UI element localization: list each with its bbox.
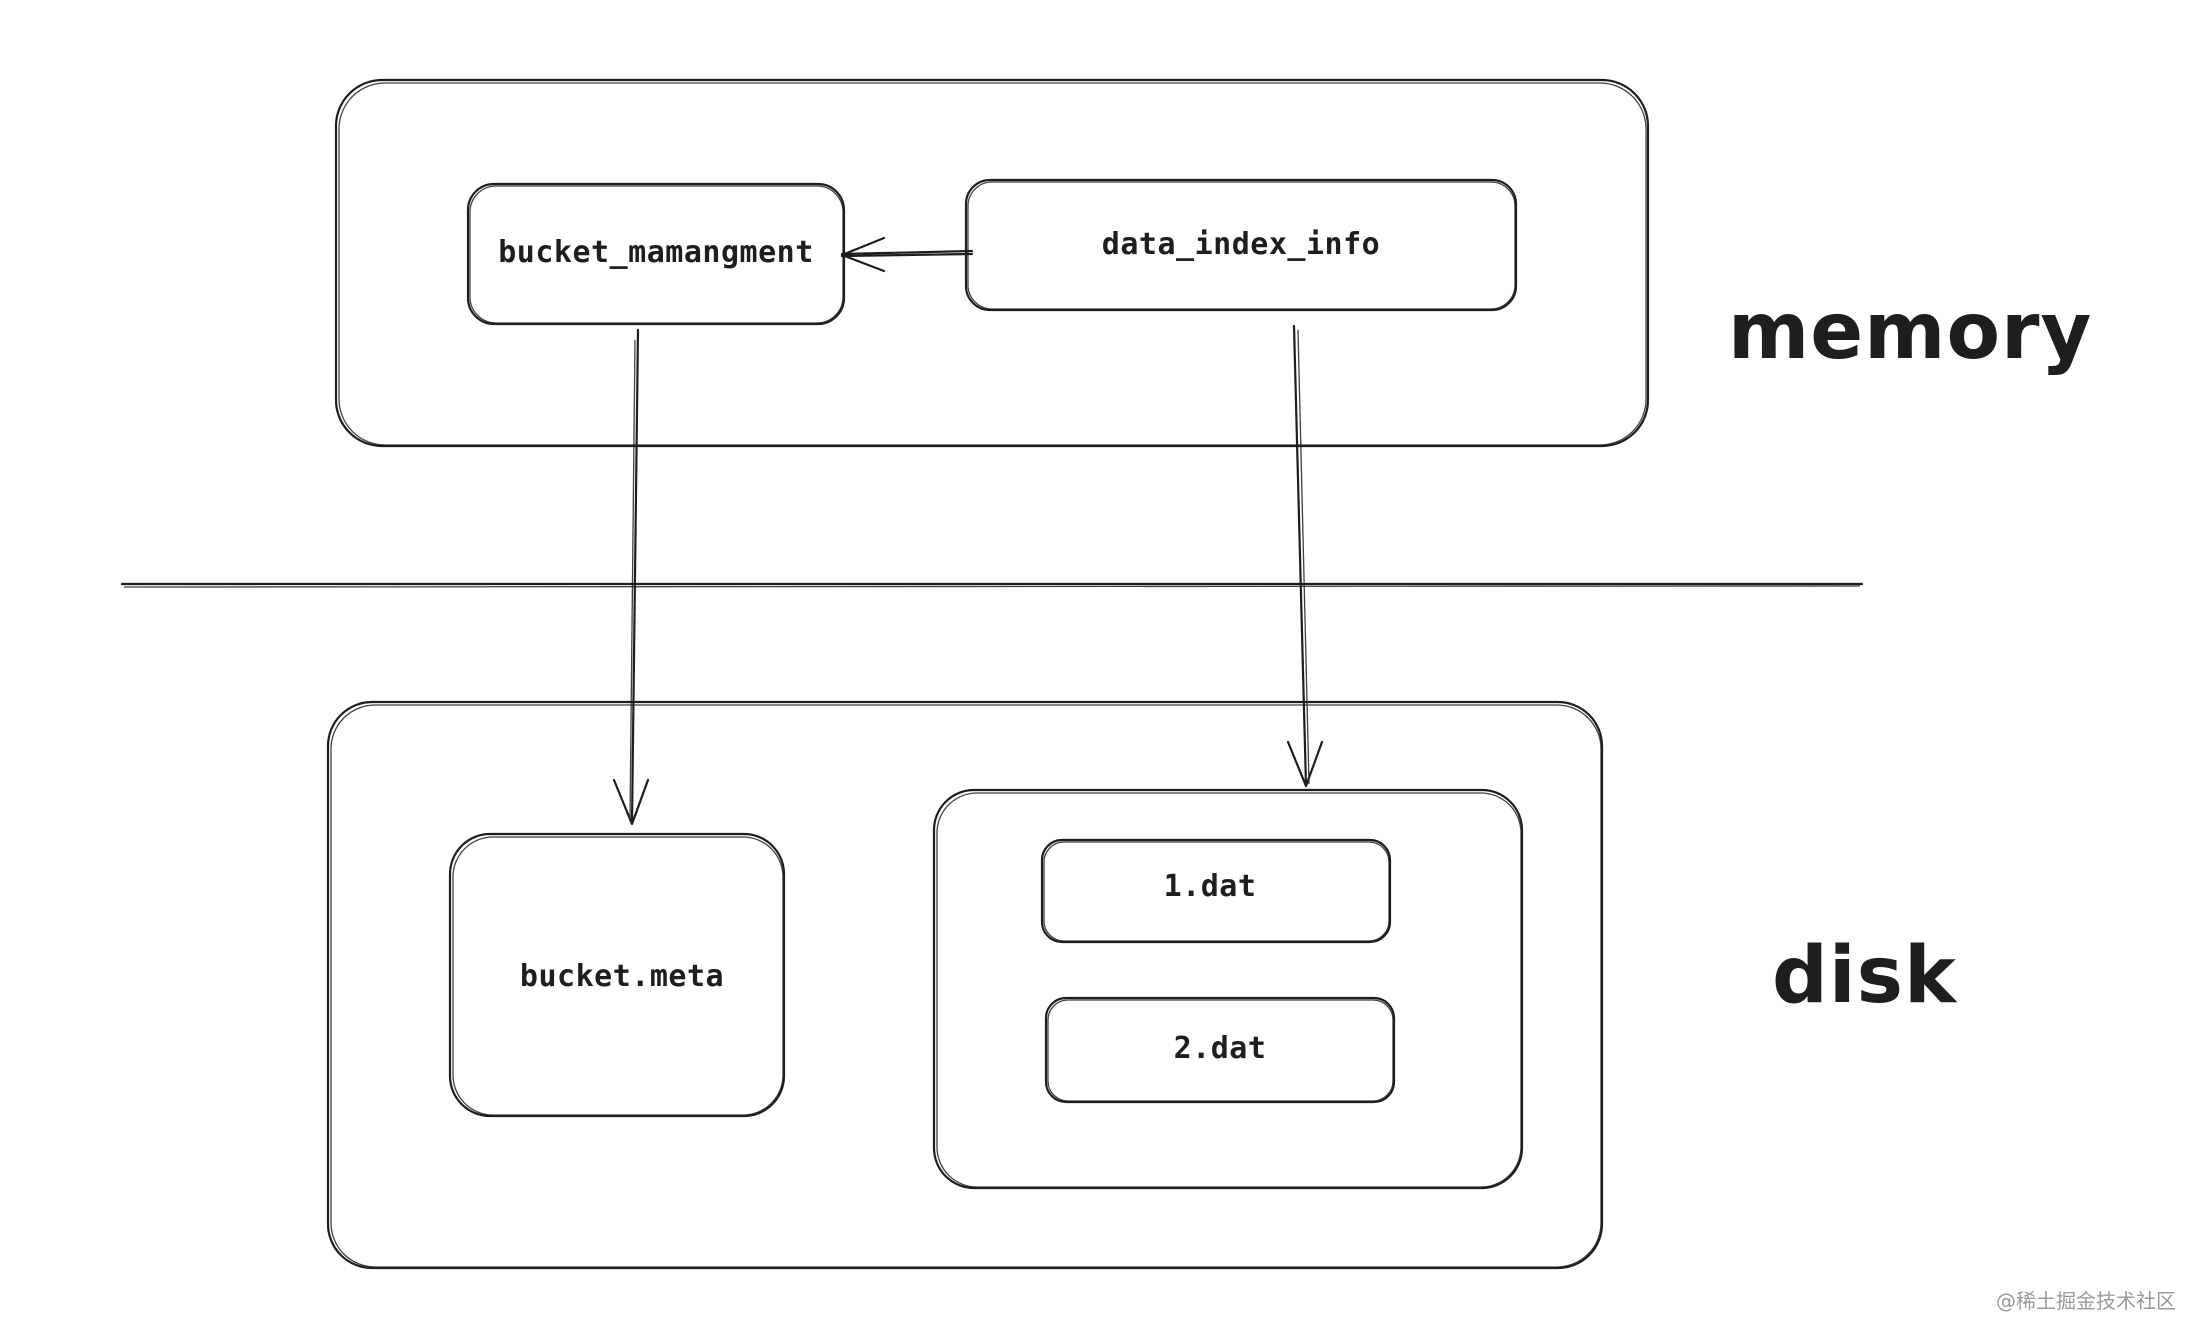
bucket-meta-node: bucket.meta (448, 832, 786, 1118)
arrow-index-to-bucket (840, 236, 974, 273)
disk-region (326, 700, 1604, 1270)
watermark: @稀土掘金技术社区 (1996, 1289, 2176, 1313)
bucket-management-label: bucket_mamangment (498, 235, 814, 270)
data-index-info-label: data_index_info (1102, 227, 1380, 262)
dat-file-2-node: 2.dat (1044, 996, 1396, 1104)
dat-file-1-node: 1.dat (1040, 838, 1392, 944)
memory-label: memory (1728, 287, 2092, 377)
dat-file-2-label: 2.dat (1174, 1031, 1267, 1066)
arrow-index-to-dat (1286, 324, 1324, 788)
arrow-bucket-to-meta (612, 328, 650, 826)
data-index-info-node: data_index_info (964, 178, 1518, 312)
disk-label: disk (1772, 931, 1958, 1021)
memory-disk-divider (120, 582, 1864, 588)
dat-file-1-label: 1.dat (1164, 869, 1257, 904)
bucket-management-node: bucket_mamangment (466, 182, 846, 326)
data-files-container (932, 788, 1524, 1190)
bucket-meta-label: bucket.meta (520, 959, 724, 994)
memory-region (334, 78, 1650, 448)
